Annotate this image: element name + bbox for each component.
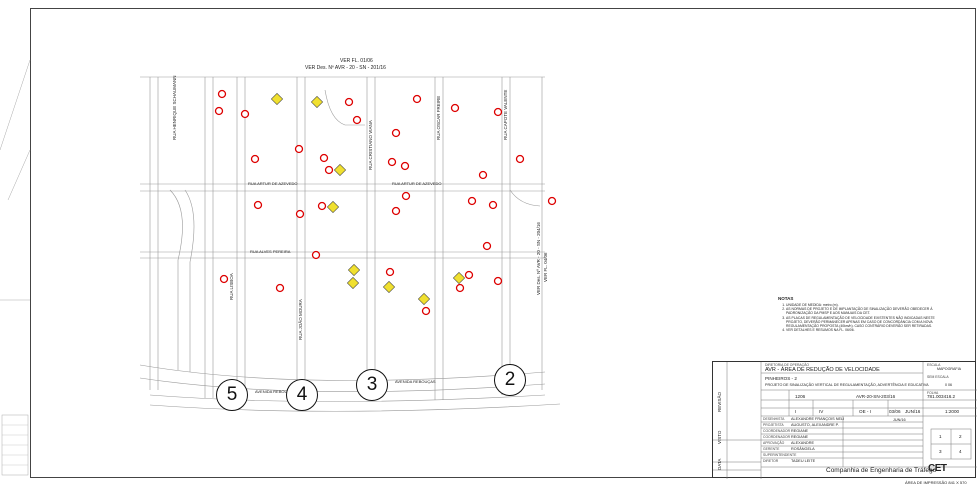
tb-date: JUN/16 [893, 418, 906, 422]
person-name: REGIANE [791, 435, 809, 439]
sheet-grid-4: 4 [959, 449, 962, 454]
person-name: AUGUSTO, ALEXANDRE P. [791, 423, 839, 427]
street-label-h3: AVENIDA REBOUÇAS [255, 389, 296, 394]
area-marker-5: 5 [216, 379, 248, 411]
tb-code1: 1206 [795, 394, 806, 399]
area-marker-4: 4 [286, 379, 318, 411]
tb-row2-5: 1:2000 [945, 409, 960, 414]
tb-project: PROJETO DE SINALIZAÇÃO VERTICAL DE REGUL… [765, 383, 929, 387]
tb-corner-label: ESCALA [927, 363, 941, 367]
person-name: ALEXANDRE FRANÇOIS NELI [791, 417, 845, 421]
tb-subtitle: DIRETORIA DE OPERAÇÃO [765, 363, 810, 367]
note-item: UNIDADE DE MEDIDA: metro (m). [786, 303, 938, 307]
sheet-grid-1: 1 [939, 434, 942, 439]
street-label-h1b: RUA ARTUR DE AZEVEDO [392, 181, 442, 186]
tb-row2-3: 03/06 [889, 409, 901, 414]
person-name: TADEU LEITE [791, 459, 816, 463]
header-ref-2: VER Des. Nº AVR - 20 - SN - 201/16 [305, 65, 386, 71]
tb-folha-label: FOLHA [927, 391, 939, 395]
person-name: REGIANE [791, 429, 809, 433]
street-label-v6: RUA OSCAR FREIRE [436, 95, 441, 140]
person-label: DIRETOR [763, 459, 779, 463]
sheet-grid-2: 2 [959, 434, 962, 439]
notes-title: NOTAS [778, 296, 794, 301]
tb-row2-4: JUN/16 [905, 409, 921, 414]
tb-folha-code: 0 06 [945, 383, 952, 387]
header-ref-1: VER FL. 01/06 [340, 58, 373, 64]
tb-mapa: MAPOGRAFIA [937, 367, 961, 371]
note-item: VER DETALHES E RESUMOS NA FL. 06/06. [786, 328, 938, 332]
side-ref-2: VER FL. 04/06 [543, 252, 548, 282]
person-label: PROJETISTA [763, 423, 784, 427]
person-label: COORDENADOR [763, 429, 791, 433]
street-label-v5: RUA CAPOTE VALENTE [503, 89, 508, 140]
street-label-h3b: AVENIDA REBOUÇAS [395, 379, 436, 384]
tb-row2-2: OE - I [859, 409, 871, 414]
note-item: AS NORMAS DE PROJETO E DE IMPLANTAÇÃO DE… [786, 307, 938, 315]
side-ref-1: VER Des. Nº AVR - 20 - SN - 204/16 [536, 222, 541, 295]
tb-code2: AVR-20-SN-203/16 [856, 394, 896, 399]
tb-row2-1: IV [819, 409, 824, 414]
street-label-h1: RUA ARTUR DE AZEVEDO [248, 181, 298, 186]
street-label-v4: RUA LISBOA [229, 273, 234, 300]
person-label: APROVAÇÃO [763, 441, 785, 445]
street-label-h2: RUA ALVES PEREIRA [250, 249, 291, 254]
person-label: DESENHISTA [763, 417, 785, 421]
street-label-v3: RUA CRISTIANO VIANA [368, 120, 373, 170]
tb-region: PINHEIROS - 2 [765, 376, 797, 381]
person-label: GERENTE [763, 447, 780, 451]
notes-section: NOTAS UNIDADE DE MEDIDA: metro (m). AS N… [778, 296, 938, 332]
title-block: DIRETORIA DE OPERAÇÃO AVR - ÁREA DE REDU… [712, 361, 977, 479]
person-name: ROSÂNGELA [791, 447, 815, 451]
company-name: Companhia de Engenharia de Tráfego [826, 467, 937, 474]
note-item: AS PLACAS DE REGULAMENTAÇÃO DE VELOCIDAD… [786, 316, 938, 329]
drawing-sheet-border [30, 8, 976, 478]
cet-logo: CET [928, 463, 947, 474]
person-label: SUPERINTENDENTE [763, 453, 797, 457]
area-marker-3: 3 [356, 369, 388, 401]
print-area-label: ÁREA DE IMPRESSÃO 841 X 570 [905, 480, 967, 485]
person-name: ALEXANDRE [791, 441, 815, 445]
street-label-v1: RUA HENRIQUE SCHAUMANN [172, 75, 177, 140]
street-label-v2: RUA JOÃO MOURA [298, 299, 303, 340]
tb-title: AVR - ÁREA DE REDUÇÃO DE VELOCIDADE [765, 367, 880, 373]
sheet-grid-3: 3 [939, 449, 942, 454]
tb-row2-0: I [795, 409, 797, 414]
person-label: COORDENADOR [763, 435, 791, 439]
title-block-grid [713, 362, 977, 479]
area-marker-2: 2 [494, 364, 526, 396]
tb-corner-value: SEM ESCALA [927, 375, 949, 379]
tb-code3: 781.003416.2 [927, 394, 956, 399]
